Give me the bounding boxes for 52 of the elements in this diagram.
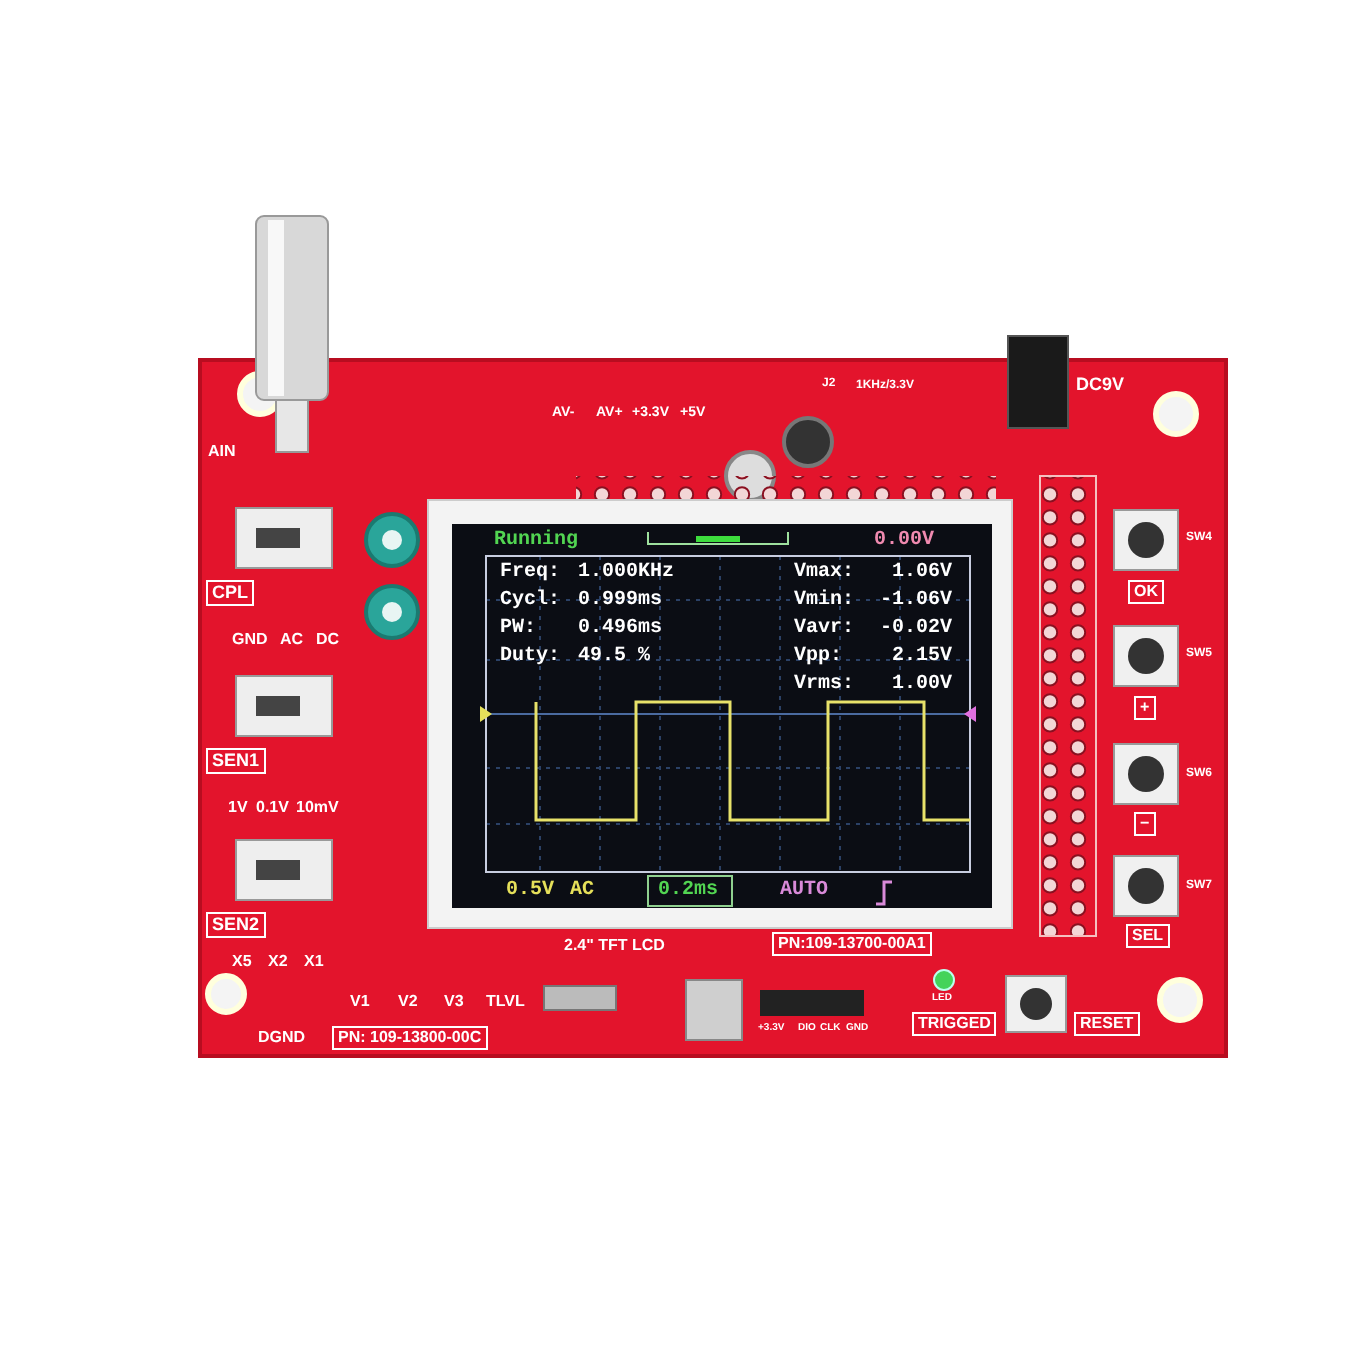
measurement-value: 2.15V <box>892 648 953 668</box>
switch-position-label: X1 <box>304 954 324 970</box>
measurement-value: 0.496ms <box>578 620 663 640</box>
measurement-name: Vmin: <box>794 592 855 612</box>
timebase-setting: 0.2ms <box>658 882 719 902</box>
ground-label: DGND <box>258 1030 306 1046</box>
measurement-value: -1.06V <box>880 592 953 612</box>
voltage-readout: 0.00V <box>874 532 935 552</box>
measurement-value: 1.00V <box>892 676 953 696</box>
switch-position-label: GND <box>232 632 268 648</box>
measurement-name: Vavr: <box>794 620 855 640</box>
measurement-name: Vpp: <box>794 648 843 668</box>
button-label: − <box>1134 812 1156 836</box>
input-label: AIN <box>208 444 236 460</box>
measurement-value: 1.06V <box>892 564 953 584</box>
switch-label: SEN2 <box>206 912 266 938</box>
measurement-value: 0.999ms <box>578 592 663 612</box>
test-point-label: TLVL <box>486 994 525 1010</box>
measurement-value: 1.000KHz <box>578 564 675 584</box>
status-text: Running <box>494 532 579 552</box>
switch-position-label: X2 <box>268 954 288 970</box>
measurement-name: Cycl: <box>500 592 561 612</box>
part-number: PN: 109-13800-00C <box>332 1026 488 1050</box>
part-number: PN:109-13700-00A1 <box>772 932 932 956</box>
button-label: + <box>1134 696 1156 720</box>
test-point-label: V1 <box>350 994 370 1010</box>
button-label: SEL <box>1126 924 1170 948</box>
lcd-label: 2.4" TFT LCD <box>564 938 665 954</box>
switch-position-label: 10mV <box>296 800 339 816</box>
switch-position-label: DC <box>316 632 340 648</box>
volts-per-division: 0.5V <box>506 882 555 902</box>
power-label: DC9V <box>1076 376 1125 394</box>
switch-label: SEN1 <box>206 748 266 774</box>
button-label: RESET <box>1074 1012 1140 1036</box>
measurement-name: PW: <box>500 620 537 640</box>
measurement-value: -0.02V <box>880 620 953 640</box>
switch-position-label: 0.1V <box>256 800 289 816</box>
switch-position-label: X5 <box>232 954 252 970</box>
measurement-value: 49.5 % <box>578 648 651 668</box>
switch-position-label: 1V <box>228 800 248 816</box>
coupling-mode: AC <box>570 882 595 902</box>
switch-position-label: AC <box>280 632 304 648</box>
measurement-name: Freq: <box>500 564 561 584</box>
trigger-mode: AUTO <box>780 882 829 902</box>
led-label: TRIGGED <box>912 1012 997 1036</box>
switch-label: CPL <box>206 580 254 606</box>
test-point-label: V3 <box>444 994 464 1010</box>
test-point-label: V2 <box>398 994 418 1010</box>
measurement-name: Duty: <box>500 648 561 668</box>
measurement-name: Vrms: <box>794 676 855 696</box>
measurement-name: Vmax: <box>794 564 855 584</box>
button-label: OK <box>1128 580 1164 604</box>
